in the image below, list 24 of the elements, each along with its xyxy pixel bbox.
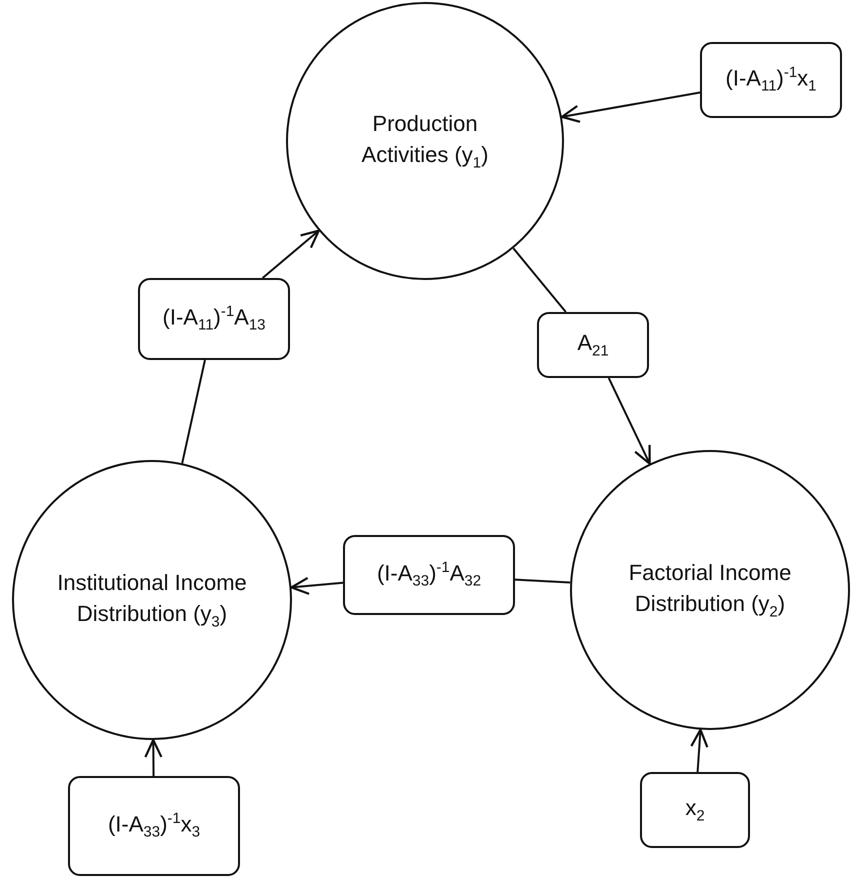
coefficient-label: (I-A$_{11}$)$^{-1}$A$_{13}$: [162, 302, 266, 336]
coefficient-label: A$_{21}$: [577, 329, 609, 362]
arrow: [144, 738, 162, 776]
sector-label: Institutional Income Distribution (y$_{3}$): [57, 568, 247, 633]
coefficient-label: (I-A$_{33}$)$^{-1}$A$_{32}$: [376, 558, 482, 592]
sector-label: Factorial Income Distribution (y$_{2}$): [628, 558, 792, 623]
coefficient-label: x$_{2}$: [685, 794, 705, 827]
coefficient-box: [537, 312, 649, 378]
connector-line: [512, 248, 567, 313]
coefficient-box: [700, 42, 842, 118]
coefficient-box: [640, 772, 750, 848]
arrow: [560, 92, 700, 123]
arrow: [690, 728, 708, 772]
sector-label: Production Activities (y$_{1}$): [360, 110, 490, 174]
arrow: [290, 576, 344, 595]
connector-line: [514, 578, 570, 584]
arrow: [608, 378, 651, 465]
coefficient-box: [343, 535, 515, 615]
coefficient-box: [138, 278, 290, 360]
coefficient-box: [68, 776, 240, 876]
coefficient-label: (I-A$_{33}$)$^{-1}$x$_{3}$: [108, 809, 200, 844]
connector-line: [181, 360, 206, 464]
arrow: [262, 230, 320, 279]
coefficient-label: (I-A$_{11}$)$^{-1}$x$_{1}$: [726, 63, 816, 98]
